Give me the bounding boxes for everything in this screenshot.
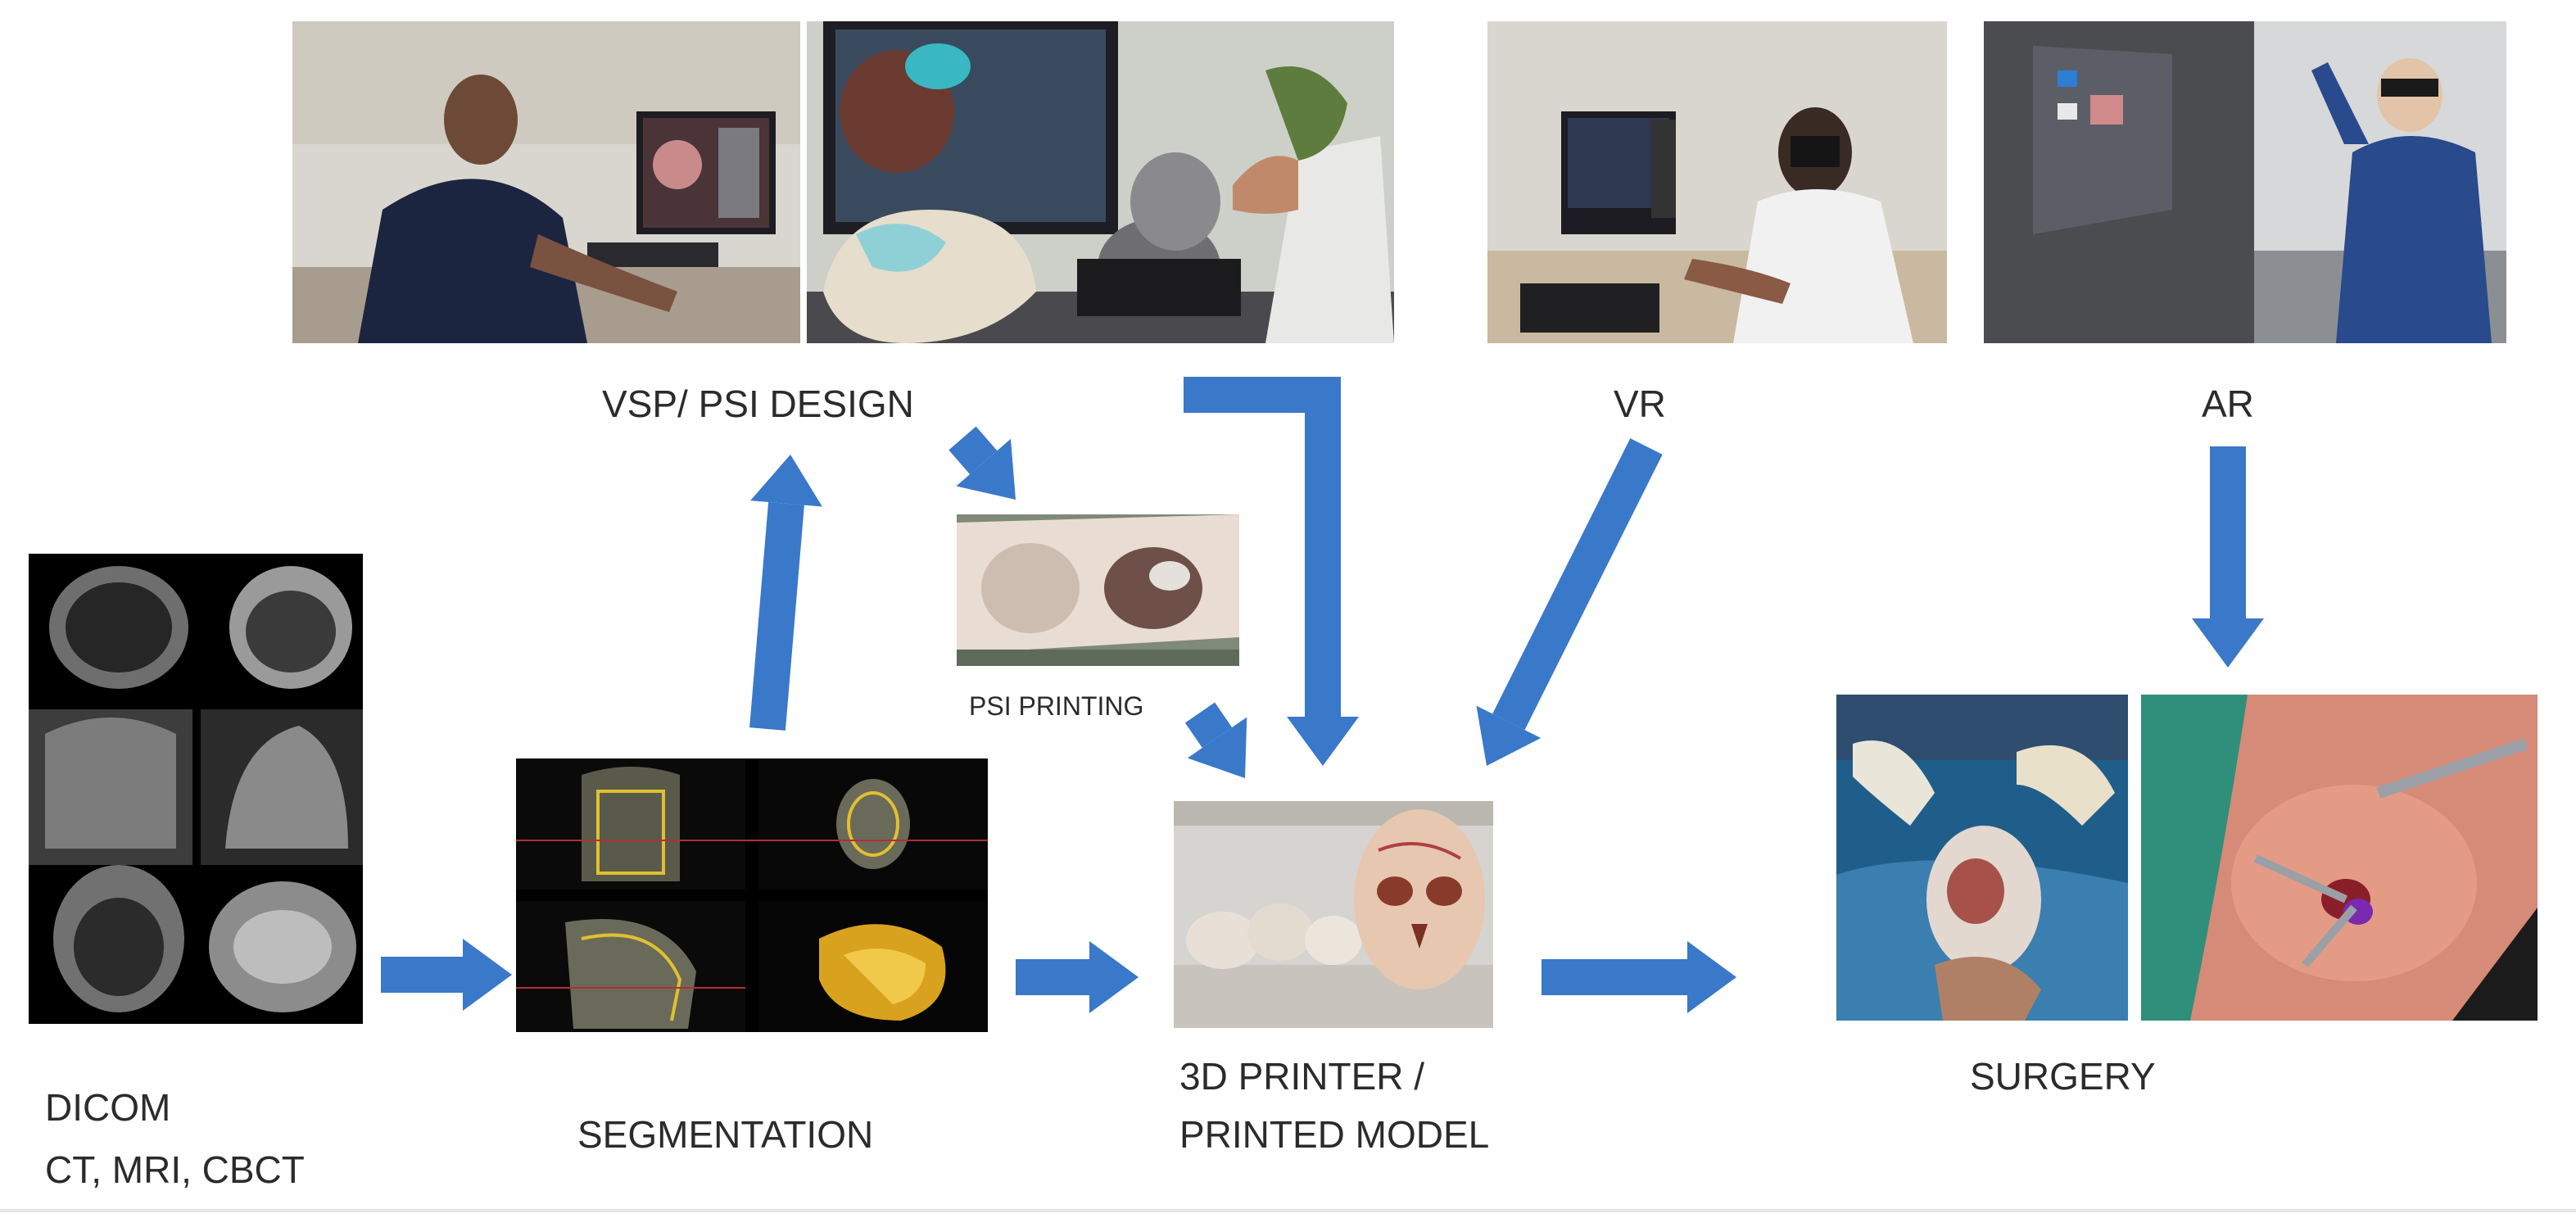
printed-model-photo [1174, 801, 1493, 1028]
arrow-dicom-to-segmentation-head [463, 939, 512, 1011]
arrow-psi-printing-to-printer-head [1187, 717, 1247, 778]
ar-photo [1984, 21, 2506, 343]
arrow-vr-to-printer-shaft [1492, 438, 1663, 731]
vsp-design-photo-haptic [807, 21, 1394, 343]
label-vsp-psi-design: VSP/ PSI DESIGN [602, 383, 914, 425]
arrow-design-to-psi-printing-head [956, 438, 1016, 500]
arrow-psi-printing-to-printer-shaft [1184, 702, 1233, 749]
arrow-design-to-psi-printing-shaft [948, 426, 998, 475]
label-printer-line1: 3D PRINTER / [1179, 1055, 1425, 1098]
arrow-ar-to-surgery-head [2192, 618, 2264, 668]
label-psi-printing: PSI PRINTING [969, 691, 1144, 721]
surgery-photo-closeup [2141, 695, 2538, 1021]
label-vr: VR [1614, 383, 1666, 425]
arrow-design-to-printer-head [1287, 717, 1359, 766]
bottom-divider [0, 1209, 2576, 1212]
label-dicom-line1: DICOM [45, 1086, 171, 1129]
vr-photo [1487, 21, 1947, 343]
label-ar: AR [2202, 383, 2254, 425]
arrow-printer-to-surgery-head [1687, 941, 1736, 1013]
dicom-image-grid [29, 554, 363, 1024]
arrow-vr-to-printer-head [1476, 705, 1542, 766]
arrow-segmentation-to-design-shaft [749, 501, 804, 731]
label-dicom-line2: CT, MRI, CBCT [45, 1148, 305, 1191]
segmentation-image-grid [516, 758, 988, 1032]
label-segmentation: SEGMENTATION [577, 1113, 874, 1156]
arrow-segmentation-to-printer-head [1089, 941, 1139, 1013]
label-printer-line2: PRINTED MODEL [1179, 1113, 1490, 1156]
vsp-design-photo-workstation [292, 21, 800, 343]
psi-printing-photo [957, 514, 1239, 666]
label-surgery: SURGERY [1970, 1055, 2156, 1098]
surgery-photo-operating [1836, 695, 2128, 1021]
arrow-segmentation-to-design-head [750, 455, 822, 507]
